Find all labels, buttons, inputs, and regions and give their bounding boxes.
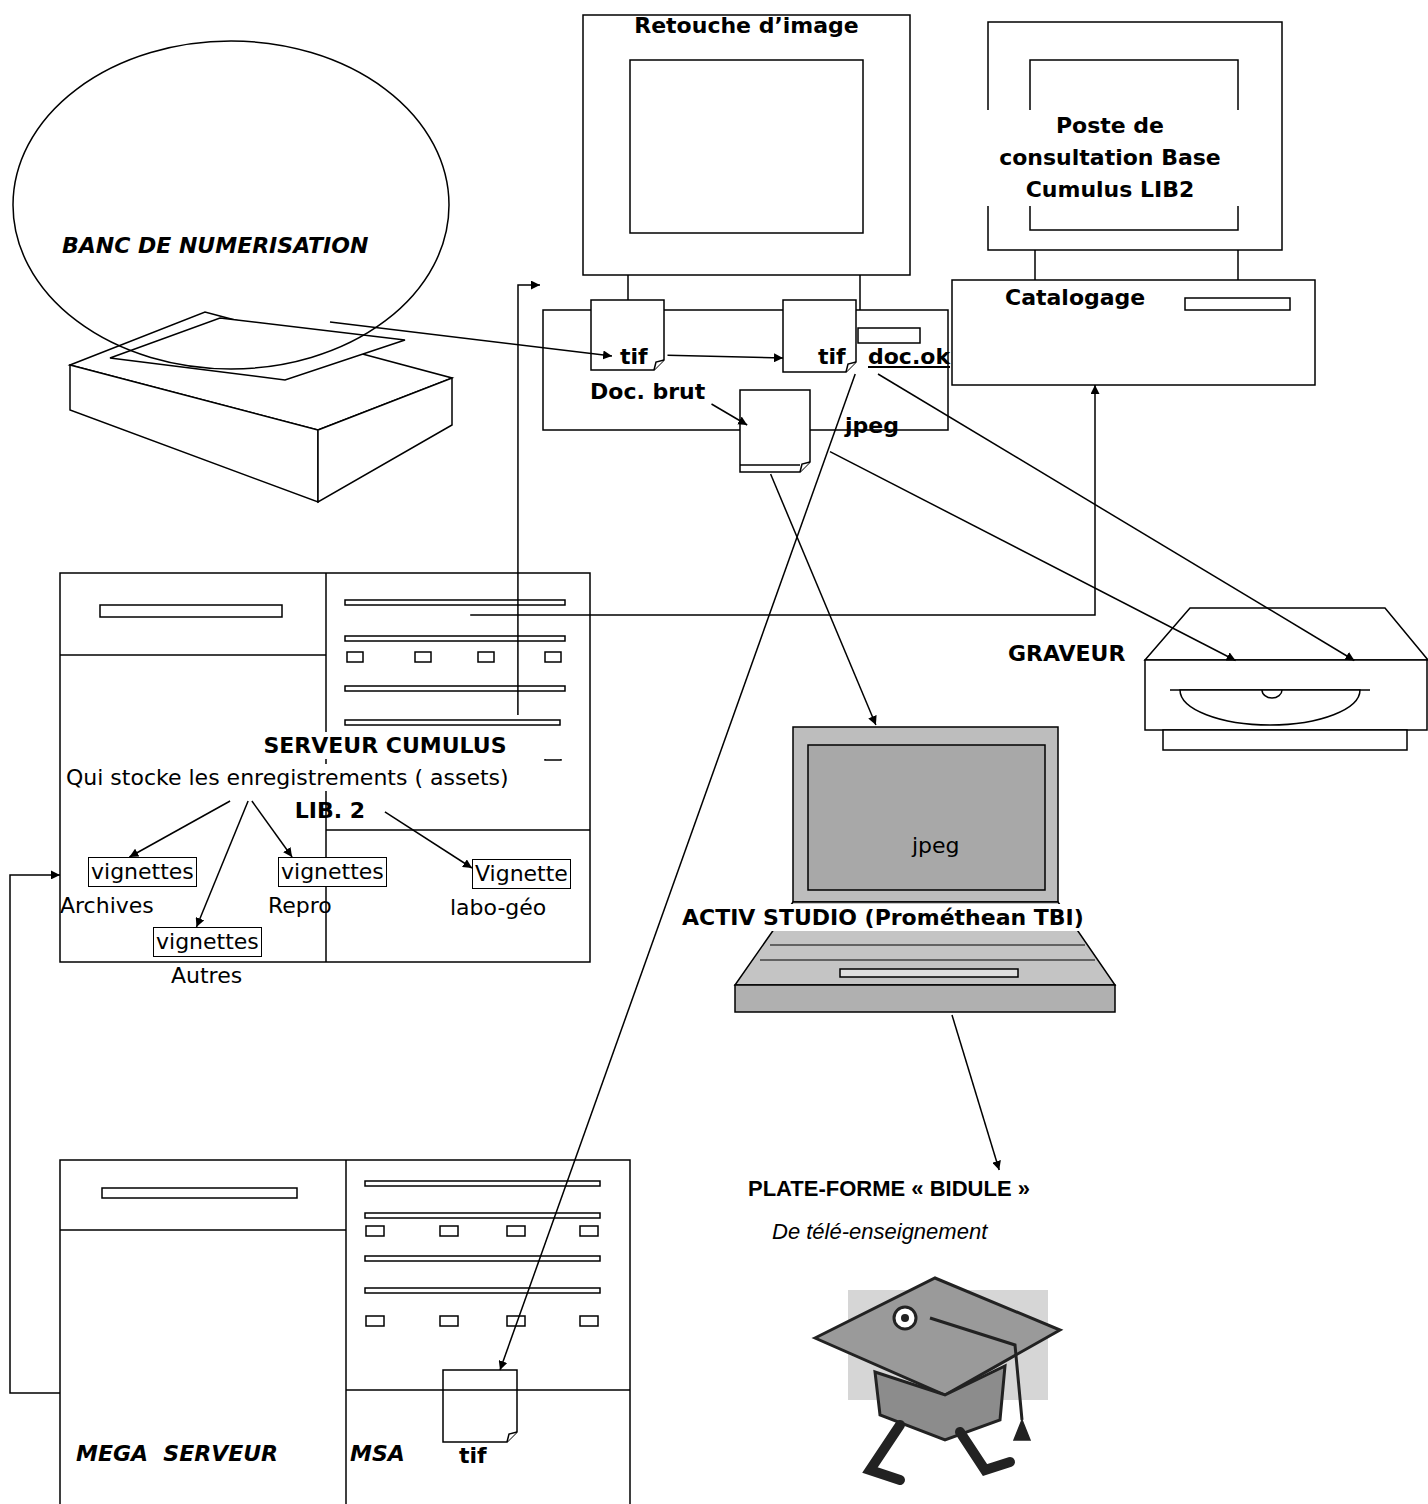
arrow-connector bbox=[470, 385, 1095, 615]
node-text: BANC DE NUMERISATION bbox=[62, 232, 368, 259]
node-text: PLATE-FORME « BIDULE » bbox=[748, 1175, 1030, 1202]
scanner-ellipse-node: BANC DE NUMERISATION bbox=[12, 40, 450, 370]
file-icon-node: jpeg bbox=[903, 803, 975, 900]
node-text: doc.ok bbox=[868, 343, 950, 370]
node-text: labo-géo bbox=[450, 894, 546, 921]
node-text: Repro bbox=[268, 892, 332, 919]
laptop-drawing bbox=[735, 727, 1115, 1012]
burner-drawing bbox=[1145, 608, 1428, 750]
file-icon-node: tif bbox=[443, 1370, 519, 1470]
server-node: MEGA SERVEUR MSA tif bbox=[60, 1160, 630, 1504]
node-text: De télé-enseignement bbox=[772, 1218, 987, 1245]
computer-node: Retouche d’imagetifDoc. bruttifdoc.okjpe… bbox=[540, 10, 952, 430]
thumbnail-box-node: Vignettelabo-géo bbox=[472, 859, 571, 889]
arrow-connector bbox=[952, 1015, 999, 1170]
node-text: Autres bbox=[171, 962, 242, 989]
graduation-icon bbox=[815, 1278, 1060, 1480]
arrow-connector bbox=[712, 404, 748, 425]
scanner-drawing bbox=[70, 312, 452, 502]
node-text: GRAVEUR bbox=[1008, 640, 1125, 667]
node-text: MSA bbox=[350, 1440, 405, 1467]
ellipse-outline bbox=[12, 40, 450, 370]
node-text: jpeg bbox=[845, 412, 899, 439]
node-text: Retouche d’image bbox=[583, 12, 910, 39]
node-text: Archives bbox=[60, 892, 154, 919]
thumbnail-box-node: vignettesRepro bbox=[278, 857, 387, 887]
node-text: tif bbox=[459, 1442, 487, 1469]
node-text: jpeg bbox=[912, 832, 960, 859]
computer-node: Poste de consultation Base Cumulus LIB2C… bbox=[952, 20, 1315, 385]
node-text: tif bbox=[620, 343, 648, 370]
server-drawing bbox=[60, 1160, 630, 1504]
node-text: Catalogage bbox=[1005, 284, 1145, 311]
laptop-node: ACTIV STUDIO (Prométhean TBI) jpeg bbox=[682, 725, 1162, 1015]
arrow-connector bbox=[668, 355, 784, 358]
node-text: Vignette bbox=[472, 859, 571, 889]
node-text: MEGA SERVEUR bbox=[76, 1440, 278, 1467]
arrow-connector bbox=[10, 875, 60, 1393]
arrow-connector bbox=[129, 801, 230, 857]
arrow-connector bbox=[252, 801, 292, 857]
arrow-connector bbox=[197, 801, 249, 927]
arrow-connector bbox=[771, 474, 876, 725]
file-icon-node: tif doc.ok bbox=[783, 298, 973, 374]
node-text: Qui stocke les enregistrements ( assets) bbox=[66, 764, 509, 791]
node-text: ACTIV STUDIO (Prométhean TBI) bbox=[682, 904, 1084, 931]
node-text: vignettes bbox=[278, 857, 387, 887]
file-icon-node: jpeg bbox=[740, 388, 920, 474]
arrow-connector bbox=[830, 452, 1236, 661]
arrow-connector bbox=[878, 374, 1354, 661]
burner-node: GRAVEUR bbox=[1145, 608, 1428, 750]
server-drawing bbox=[60, 573, 590, 962]
thumbnail-box-node: vignettesArchives bbox=[88, 857, 197, 887]
server-node: SERVEUR CUMULUS Qui stocke les enregistre… bbox=[60, 573, 590, 962]
platform-node: PLATE-FORME « BIDULE » De télé-enseigneme… bbox=[740, 1170, 1100, 1500]
node-text: Doc. brut bbox=[590, 378, 705, 405]
node-text: tif bbox=[818, 343, 846, 370]
node-text: SERVEUR CUMULUS bbox=[200, 732, 570, 759]
node-text: LIB. 2 bbox=[280, 797, 380, 824]
file-icon-node: tifDoc. brut bbox=[588, 298, 730, 404]
thumbnail-box-node: vignettesAutres bbox=[153, 927, 262, 957]
node-text: Poste de consultation Base Cumulus LIB2 bbox=[979, 110, 1241, 206]
arrow-connector bbox=[518, 285, 540, 715]
arrow-connector bbox=[330, 322, 612, 356]
computer-drawing bbox=[952, 22, 1315, 385]
node-text: vignettes bbox=[88, 857, 197, 887]
arrow-connector bbox=[385, 812, 472, 868]
node-text: vignettes bbox=[153, 927, 262, 957]
